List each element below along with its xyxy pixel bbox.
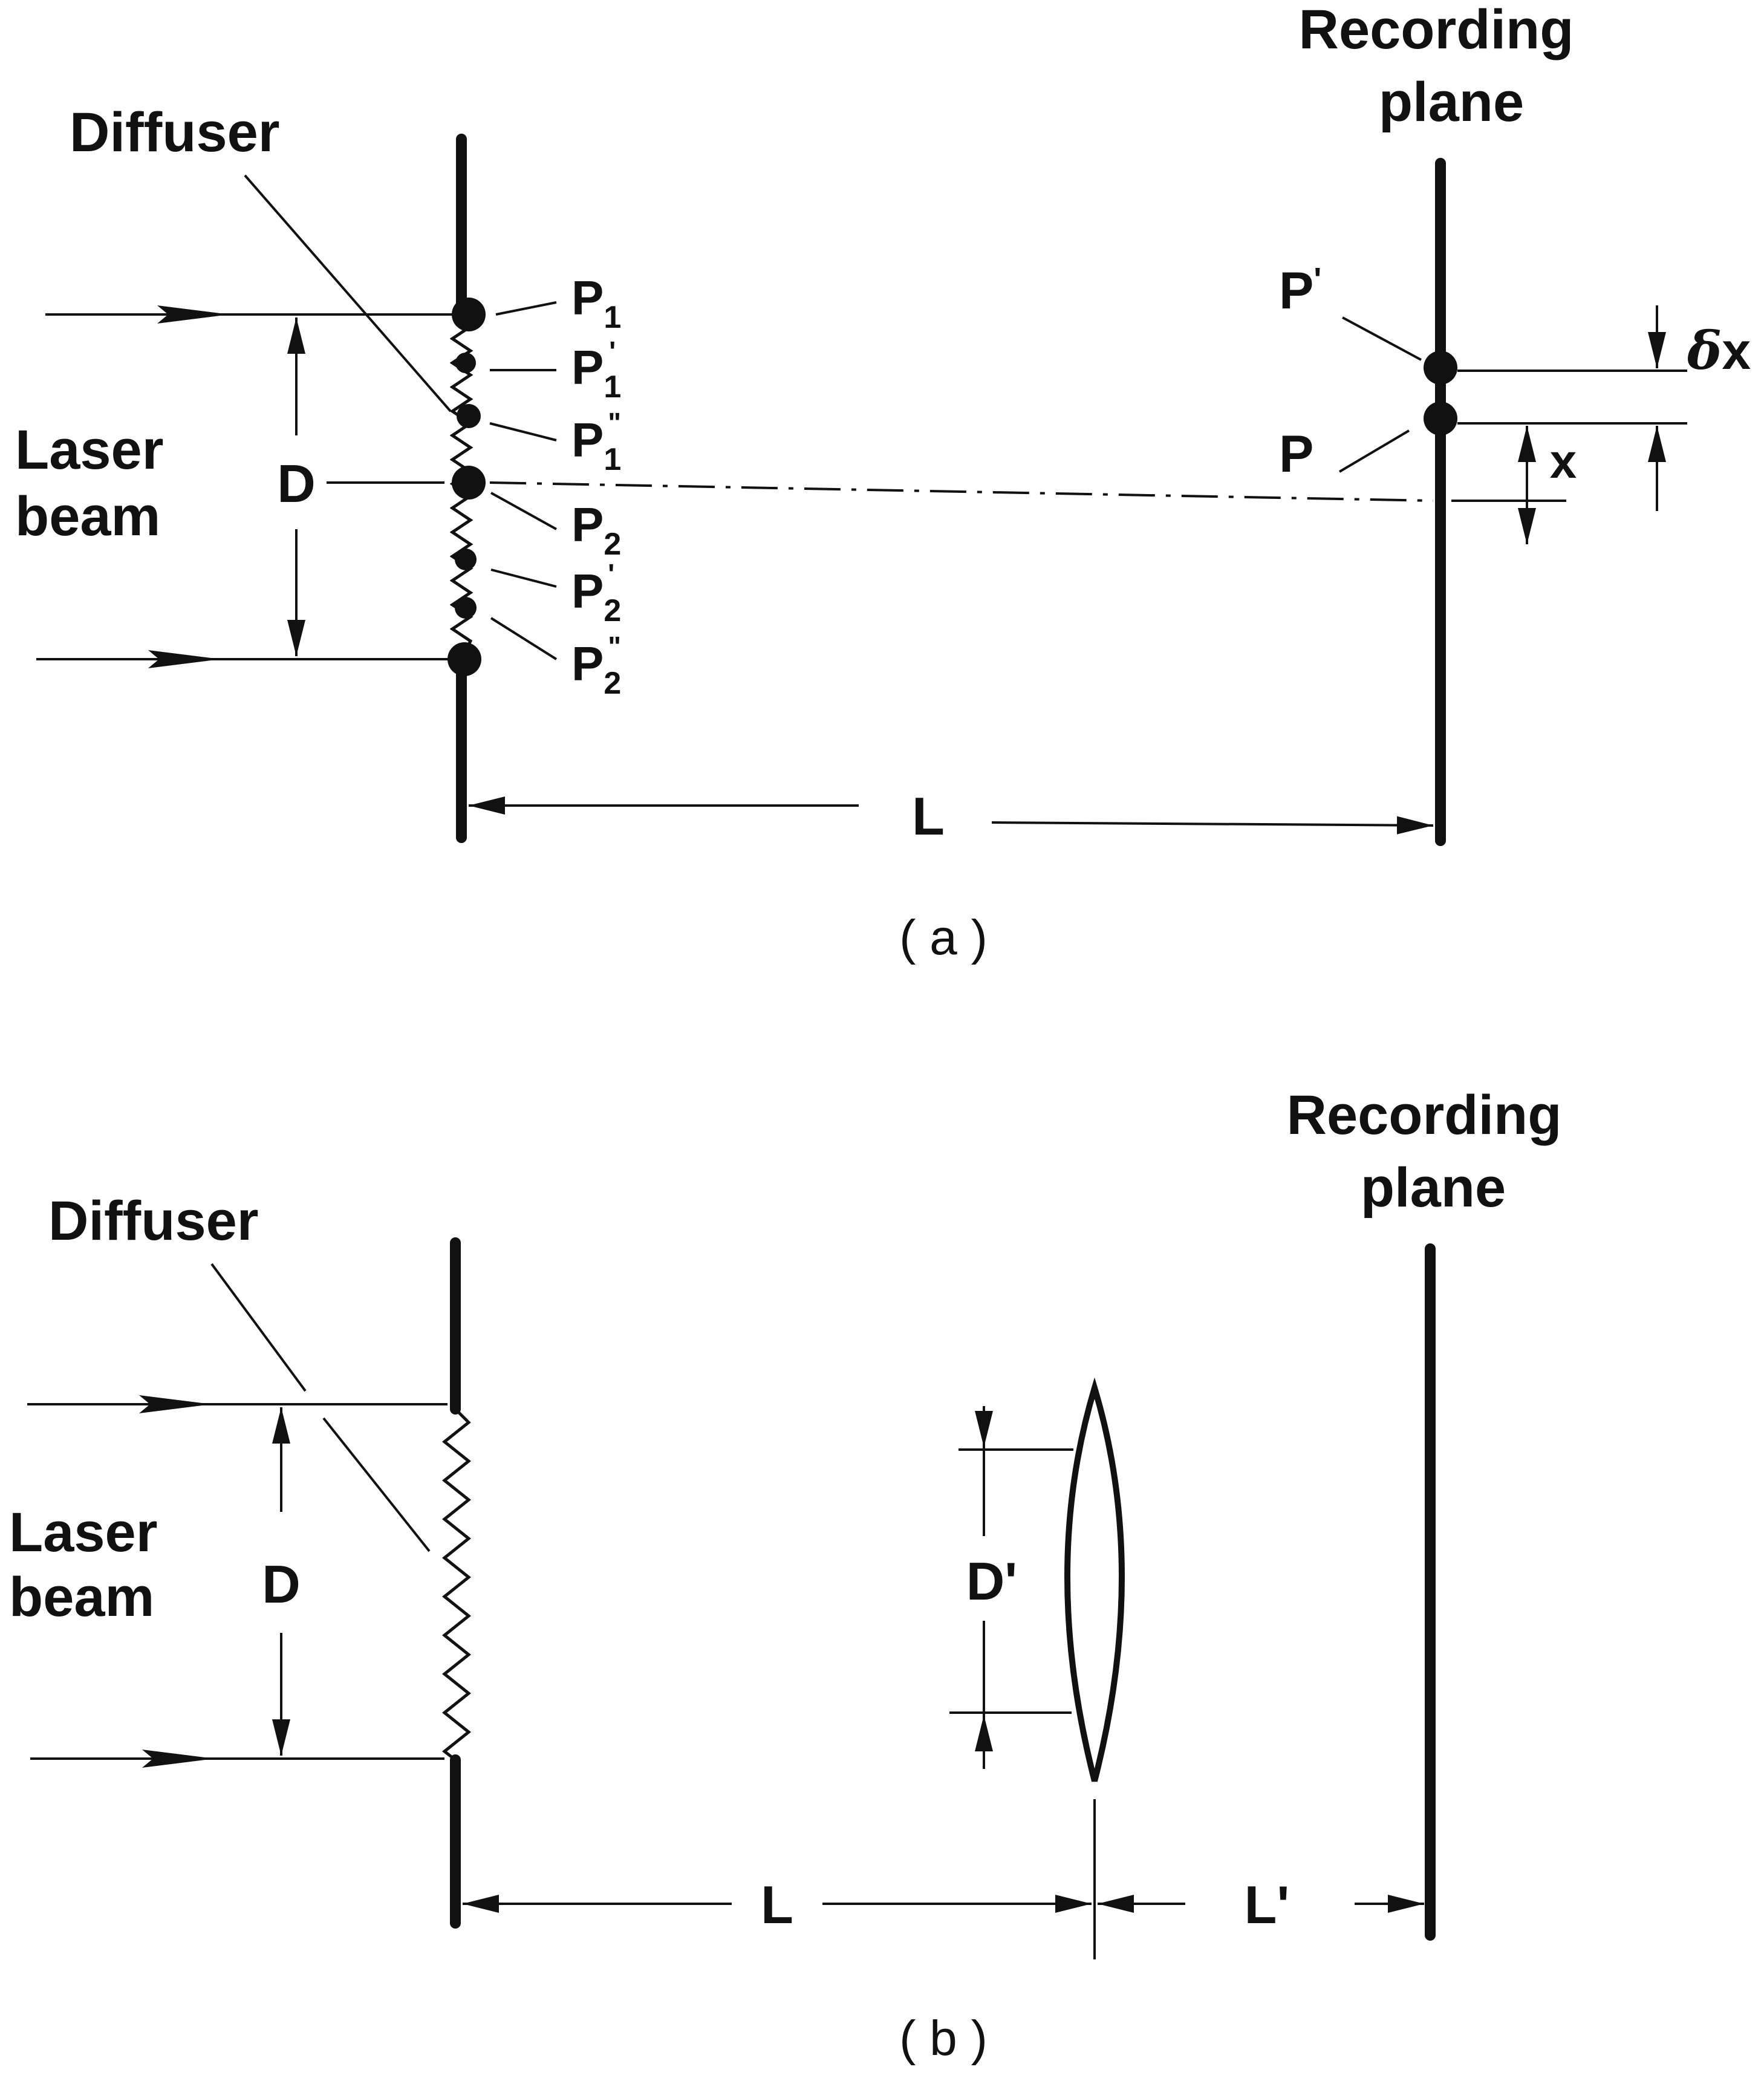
x-label: x	[1550, 434, 1577, 488]
p2-leader	[490, 492, 557, 530]
p-label: P	[1279, 425, 1313, 483]
diffuser-leader	[244, 174, 452, 412]
caption-b: ( b )	[899, 2011, 988, 2066]
point-p2-dot	[452, 466, 486, 500]
l-dimension-right	[991, 816, 1434, 835]
point-p1-dprime-dot	[457, 404, 481, 428]
diffuser-leader-b-lower	[322, 1417, 431, 1552]
point-p1-prime-dot	[455, 353, 476, 373]
delta-symbol: δ	[1687, 321, 1722, 382]
l-label-a: L	[912, 786, 945, 846]
point-p-dot	[1424, 402, 1457, 435]
d-label-a: D	[277, 454, 316, 513]
p2-prime-label: P2'	[571, 558, 621, 628]
diffuser-label-b: Diffuser	[48, 1190, 259, 1252]
point-p-prime-dot	[1424, 351, 1457, 385]
l-prime-label: L'	[1245, 1875, 1290, 1935]
laser-label-b-line1: Laser	[9, 1502, 158, 1563]
p2-label: P2	[571, 498, 621, 562]
panel-b: Diffuser Laser beam Recording plane D D'…	[9, 1084, 1561, 2066]
p1-leader	[495, 301, 557, 316]
p1-dprime-label: P1"	[571, 407, 621, 477]
delta-x-letter: x	[1722, 322, 1751, 380]
laser-label-a-line2: beam	[15, 486, 160, 547]
panel-a: Diffuser Laser beam Recording plane D L …	[15, 0, 1751, 965]
p2-prime-leader	[490, 568, 557, 588]
recording-label-b-line1: Recording	[1287, 1084, 1562, 1146]
caption-a: ( a )	[899, 910, 988, 965]
optical-axis	[489, 481, 1434, 502]
diffuser-surface-b	[441, 1408, 472, 1761]
point-p2-prime-dot	[455, 549, 477, 570]
recording-label-a-line2: plane	[1379, 71, 1524, 133]
l-label-b: L	[761, 1875, 793, 1935]
point-p2-bottom-dot	[448, 642, 481, 676]
lens	[1064, 1377, 1125, 1782]
p2-dprime-leader	[490, 617, 558, 660]
delta-x-label: δx	[1687, 321, 1751, 382]
point-p2-dprime-dot	[455, 597, 477, 619]
p2-dprime-label: P2"	[571, 631, 621, 701]
p-leader	[1338, 429, 1410, 473]
diffuser-leader-b-upper	[210, 1263, 307, 1392]
laser-label-a-line1: Laser	[15, 419, 164, 481]
diffuser-label-a: Diffuser	[70, 102, 280, 163]
recording-label-b-line2: plane	[1361, 1157, 1506, 1219]
point-p1-dot	[452, 298, 486, 331]
d-prime-label: D'	[966, 1551, 1017, 1611]
p-prime-leader	[1342, 316, 1422, 361]
laser-label-b-line2: beam	[9, 1566, 154, 1628]
p1-prime-label: P1'	[571, 336, 621, 405]
p-prime-label: P'	[1279, 261, 1321, 320]
d-label-b: D	[262, 1554, 301, 1614]
p1-label: P1	[571, 271, 621, 335]
recording-label-a-line1: Recording	[1299, 0, 1574, 60]
p1-dprime-leader	[489, 422, 557, 441]
